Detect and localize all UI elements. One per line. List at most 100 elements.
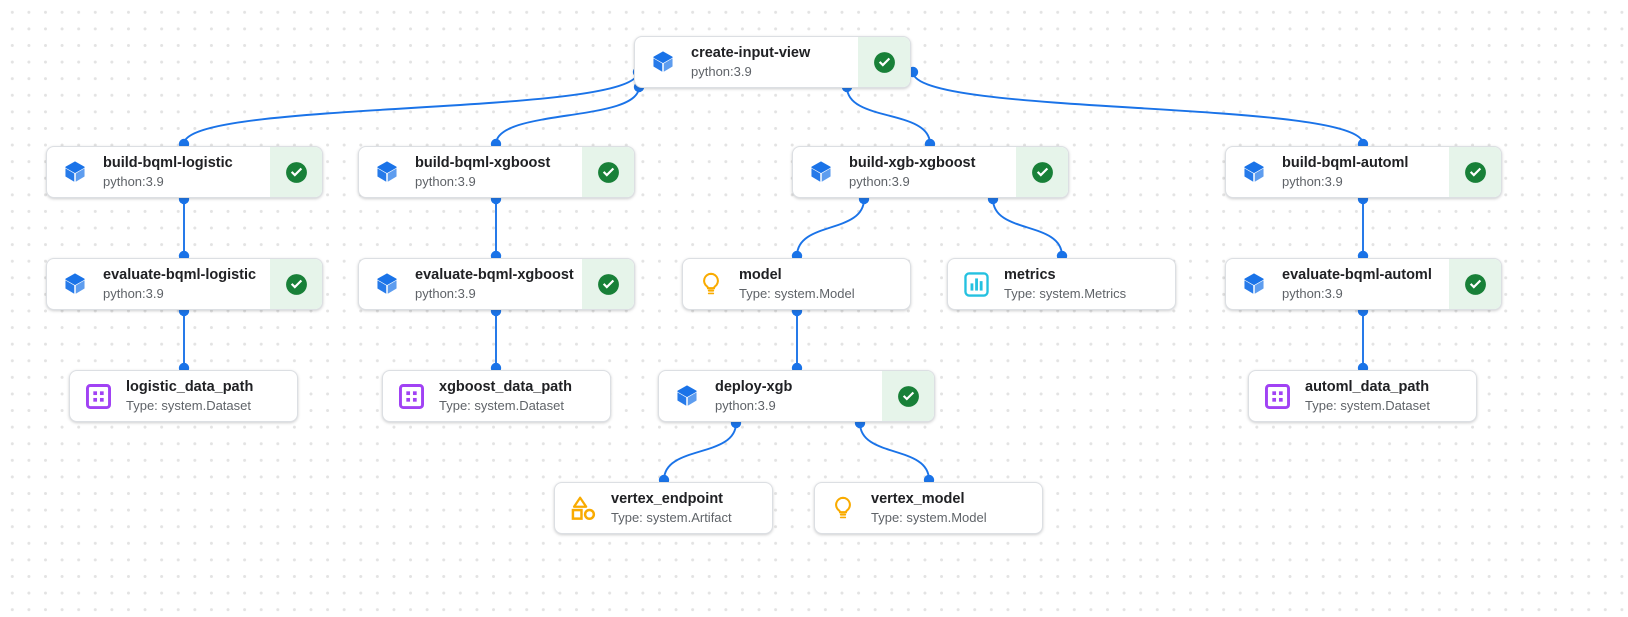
node-deploy-xgb[interactable]: deploy-xgb python:3.9: [658, 370, 935, 422]
node-subtitle: python:3.9: [103, 174, 164, 189]
node-labels: create-input-view python:3.9: [691, 44, 858, 80]
node-subtitle: python:3.9: [691, 64, 752, 79]
cube-icon: [793, 159, 849, 185]
node-subtitle: python:3.9: [103, 286, 164, 301]
node-build-bqml-automl[interactable]: build-bqml-automl python:3.9: [1225, 146, 1502, 198]
status-badge-succeeded[interactable]: [858, 37, 910, 87]
node-subtitle: Type: system.Dataset: [126, 398, 251, 413]
status-badge-succeeded[interactable]: [1449, 259, 1501, 309]
cube-icon: [377, 161, 397, 182]
node-subtitle: Type: system.Metrics: [1004, 286, 1127, 301]
cube-icon: [653, 51, 673, 72]
node-title: metrics: [1004, 267, 1056, 283]
node-labels: evaluate-bqml-automl python:3.9: [1282, 266, 1449, 302]
lightbulb-icon: [815, 495, 871, 521]
check-circle-icon: [897, 385, 919, 407]
node-title: vertex_endpoint: [611, 491, 723, 507]
cube-icon: [359, 271, 415, 297]
cube-icon: [359, 159, 415, 185]
node-title: deploy-xgb: [715, 379, 793, 395]
lightbulb-icon: [835, 496, 851, 519]
check-circle-icon: [285, 161, 307, 183]
node-create-input-view[interactable]: create-input-view python:3.9: [634, 36, 911, 88]
check-circle-icon: [285, 273, 307, 295]
node-title: automl_data_path: [1305, 379, 1430, 395]
dataset-icon: [1249, 383, 1305, 410]
dataset-icon: [70, 383, 126, 410]
cube-icon: [659, 383, 715, 409]
node-title: create-input-view: [691, 45, 811, 61]
bar-chart-icon: [948, 271, 1004, 298]
node-title: model: [739, 267, 782, 283]
status-badge-succeeded[interactable]: [1449, 147, 1501, 197]
check-circle-icon: [1464, 161, 1486, 183]
cube-icon: [65, 161, 85, 182]
artifact-shapes-icon: [571, 496, 595, 520]
node-build-bqml-xgboost[interactable]: build-bqml-xgboost python:3.9: [358, 146, 635, 198]
cube-icon: [677, 385, 697, 406]
node-labels: build-bqml-logistic python:3.9: [103, 154, 270, 190]
node-subtitle: python:3.9: [1282, 174, 1343, 189]
node-evaluate-bqml-automl[interactable]: evaluate-bqml-automl python:3.9: [1225, 258, 1502, 310]
bar-chart-icon: [963, 271, 989, 297]
dataset-icon: [85, 383, 111, 409]
cube-icon: [1226, 271, 1282, 297]
check-circle-icon: [873, 51, 895, 73]
node-title: evaluate-bqml-xgboost: [415, 267, 574, 283]
node-subtitle: Type: system.Dataset: [1305, 398, 1430, 413]
dataset-icon: [383, 383, 439, 410]
cube-icon: [47, 271, 103, 297]
node-labels: deploy-xgb python:3.9: [715, 378, 882, 414]
status-badge-succeeded[interactable]: [1016, 147, 1068, 197]
node-subtitle: python:3.9: [849, 174, 910, 189]
node-build-bqml-logistic[interactable]: build-bqml-logistic python:3.9: [46, 146, 323, 198]
dataset-icon: [1264, 383, 1290, 409]
node-title: vertex_model: [871, 491, 965, 507]
check-circle-icon: [1464, 273, 1486, 295]
node-subtitle: Type: system.Model: [871, 510, 987, 525]
node-title: logistic_data_path: [126, 379, 254, 395]
node-title: xgboost_data_path: [439, 379, 572, 395]
node-subtitle: python:3.9: [415, 174, 476, 189]
status-badge-succeeded[interactable]: [270, 147, 322, 197]
cube-icon: [811, 161, 831, 182]
lightbulb-icon: [683, 271, 739, 297]
node-subtitle: Type: system.Model: [739, 286, 855, 301]
cube-icon: [1244, 273, 1264, 294]
check-circle-icon: [597, 161, 619, 183]
node-title: build-bqml-logistic: [103, 155, 233, 171]
node-title: build-bqml-xgboost: [415, 155, 551, 171]
status-badge-succeeded[interactable]: [882, 371, 934, 421]
node-subtitle: Type: system.Artifact: [611, 510, 732, 525]
node-subtitle: python:3.9: [715, 398, 776, 413]
status-badge-succeeded[interactable]: [270, 259, 322, 309]
node-title: evaluate-bqml-automl: [1282, 267, 1432, 283]
node-subtitle: python:3.9: [1282, 286, 1343, 301]
node-labels: build-bqml-automl python:3.9: [1282, 154, 1449, 190]
cube-icon: [1244, 161, 1264, 182]
artifact-shapes-icon: [555, 495, 611, 522]
status-badge-succeeded[interactable]: [582, 147, 634, 197]
node-title: build-bqml-automl: [1282, 155, 1409, 171]
status-badge-succeeded[interactable]: [582, 259, 634, 309]
